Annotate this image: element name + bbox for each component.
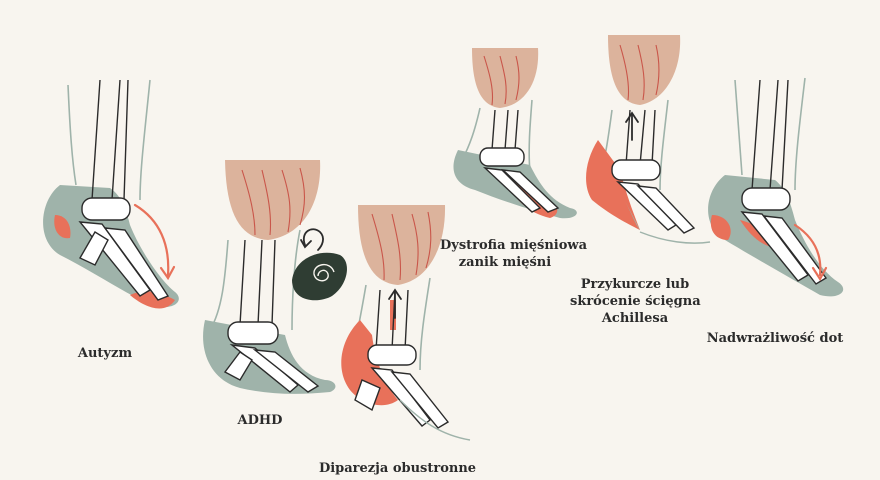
foot-achilles: [586, 35, 711, 244]
foot-adhd: [203, 160, 336, 394]
label-autism: Autyzm: [77, 346, 133, 361]
foot-dystrophy: [453, 48, 577, 219]
label-dystrophy: Dystrofia mięśniowa zanik mięśni: [440, 238, 588, 270]
label-adhd: ADHD: [237, 413, 283, 428]
foot-autism: [43, 79, 179, 309]
brain-icon: [292, 228, 347, 301]
label-diplegia: Diparezja obustronne: [318, 461, 477, 476]
foot-diplegia: [341, 205, 471, 441]
label-hypersensitivity: Nadwrażliwość dot: [706, 331, 844, 346]
label-achilles: Przykurcze lub skrócenie ścięgna Achille…: [570, 277, 701, 326]
foot-hypersensitivity: [708, 77, 844, 297]
